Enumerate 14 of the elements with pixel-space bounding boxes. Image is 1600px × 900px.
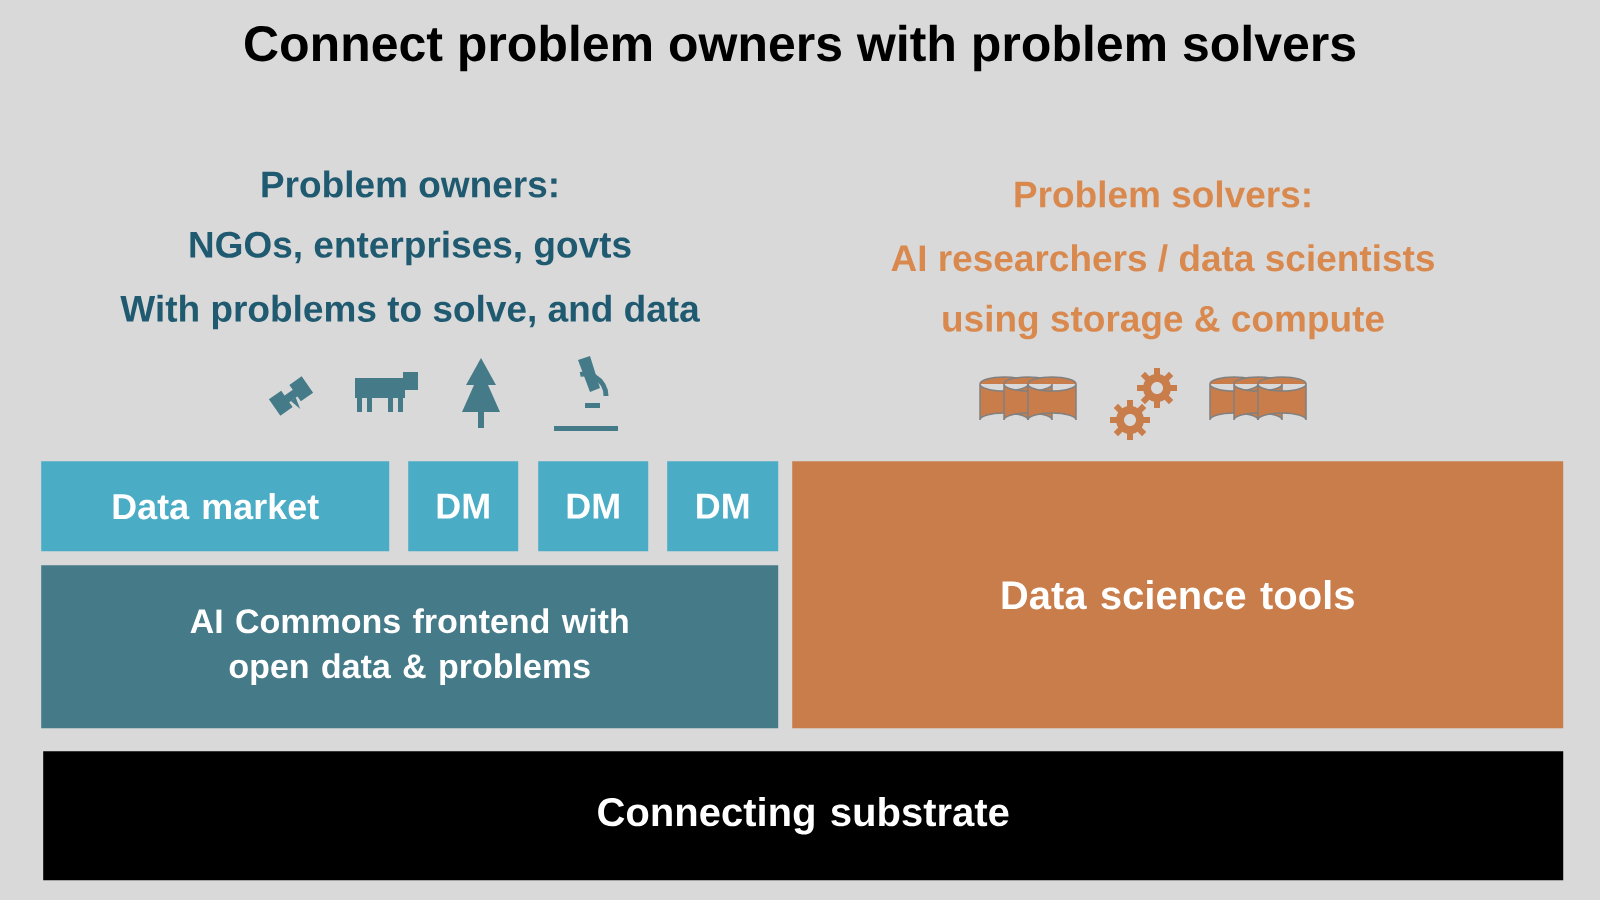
heading-text: Problem solvers: [1015, 180, 1310, 208]
heading-text: Problem owners: [262, 170, 557, 198]
market-box: DM [408, 461, 519, 552]
heading-text: With problems to solve, and data [120, 294, 700, 330]
market-box: DM [538, 461, 649, 552]
heading-text: NGOs, enterprises, govts [190, 230, 631, 266]
heading-text: AI researchers / data scientists [891, 244, 1434, 272]
title: Connect problem owners with problem solvers [245, 24, 1355, 72]
tools-box: Data science tools [792, 461, 1564, 729]
frontend-box: AI Commons frontend with open data & problems [41, 565, 779, 729]
market-box: DM [667, 461, 779, 552]
substrate-bar: Connecting substrate [43, 751, 1564, 881]
market-box: Data market [41, 461, 390, 552]
heading-text: using storage & compute [943, 304, 1384, 340]
